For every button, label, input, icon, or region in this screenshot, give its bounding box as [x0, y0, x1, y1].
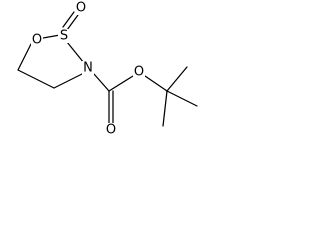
structure-canvas: O S O N O O: [17, 1, 198, 138]
bond-o-cq: [144, 75, 168, 92]
atom-labels: O S O N O O: [31, 1, 145, 138]
bond-cq-me-right: [166, 90, 198, 107]
bond-s-o-double-a: [66, 14, 79, 31]
atom-o-ester: O: [134, 65, 144, 80]
atom-o-carbonyl: O: [106, 123, 116, 138]
atom-s: S: [60, 29, 68, 44]
bond-cq-me-up: [166, 66, 188, 92]
bond-n-ch2: [53, 73, 83, 89]
bonds: [17, 11, 198, 127]
bond-s-o-double-b: [62, 11, 75, 28]
atom-o-ring: O: [32, 33, 42, 48]
bond-n-c: [93, 73, 110, 92]
atom-o-sulfinyl: O: [76, 1, 86, 16]
bond-s-n: [66, 41, 85, 64]
atom-n: N: [83, 61, 93, 76]
bond-cq-me-down: [162, 90, 168, 127]
bond-o-s: [42, 34, 61, 39]
bond-ch2-ch2: [17, 69, 55, 89]
bond-ch2-o: [17, 43, 32, 71]
bond-c-o-ester: [108, 75, 134, 92]
